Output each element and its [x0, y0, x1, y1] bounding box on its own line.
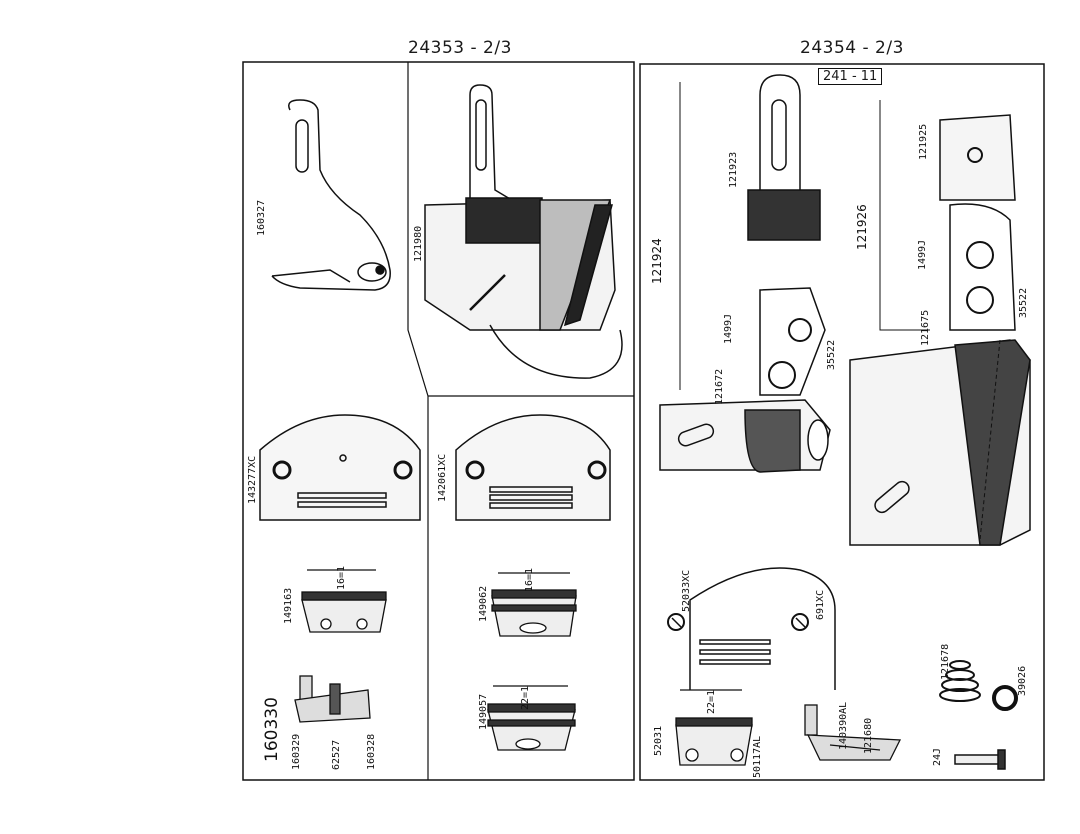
label-143277xc: 143277XC	[247, 455, 258, 504]
label-1499j-right: 1499J	[917, 239, 928, 270]
bracket-160327	[271, 99, 391, 291]
label-24j: 24J	[932, 747, 943, 766]
label-121678: 121678	[940, 643, 951, 680]
label-121923: 121923	[728, 151, 739, 188]
label-160329: 160329	[291, 733, 302, 770]
label-691xc: 691XC	[815, 589, 826, 620]
feed-dog-149163	[301, 569, 387, 633]
dimension-16-left: 16=1	[336, 565, 347, 590]
left-catalog-number: 24353 - 2/3	[408, 38, 512, 58]
label-50117al: 50117AL	[752, 735, 763, 778]
right-catalog-number: 24354 - 2/3	[800, 38, 904, 58]
washer-39026	[992, 685, 1018, 711]
label-121675: 121675	[920, 309, 931, 346]
left-dividers	[407, 62, 634, 780]
label-142061xc: 142061XC	[437, 453, 448, 502]
label-39026: 39026	[1017, 665, 1028, 696]
boxed-model-label: 241 - 11	[818, 68, 883, 85]
label-160330: 160330	[262, 697, 282, 762]
screw-24j	[954, 749, 1006, 770]
dimension-22-left: 22=1	[520, 685, 531, 710]
label-140390al: 140390AL	[838, 701, 849, 750]
label-35522-right: 35522	[1018, 287, 1029, 318]
dimension-16-middle: 16=1	[524, 567, 535, 592]
label-121926: 121926	[855, 204, 869, 250]
label-62527: 62527	[331, 739, 342, 770]
label-149062: 149062	[478, 585, 489, 622]
presser-foot-140390	[804, 704, 902, 761]
feed-dog-52031	[675, 689, 753, 766]
label-1499j-left: 1499J	[723, 313, 734, 344]
label-121924: 121924	[650, 238, 664, 284]
throat-plate-143277	[259, 414, 421, 521]
label-121680: 121680	[863, 717, 874, 754]
label-121925: 121925	[918, 123, 929, 160]
label-149163: 149163	[283, 587, 294, 624]
label-121980: 121980	[413, 225, 424, 262]
label-160328: 160328	[366, 733, 377, 770]
label-149057: 149057	[478, 693, 489, 730]
right-frame	[639, 63, 1045, 781]
label-52033xc: 52033XC	[681, 569, 692, 612]
bracket-121923	[659, 74, 831, 473]
assembly-121980	[424, 84, 623, 379]
label-160327: 160327	[256, 199, 267, 236]
label-52031: 52031	[653, 725, 664, 756]
label-121672: 121672	[714, 368, 725, 405]
feed-dog-149062	[491, 572, 577, 637]
spring-121678	[939, 660, 981, 702]
left-frame	[242, 61, 635, 781]
presser-foot-160330	[294, 675, 371, 723]
label-35522-left: 35522	[826, 339, 837, 370]
bracket-121925	[849, 100, 1031, 546]
dimension-22-right: 22=1	[706, 689, 717, 714]
feed-dog-149057	[487, 685, 576, 751]
throat-plate-52033	[667, 567, 836, 690]
throat-plate-142061	[455, 414, 611, 521]
